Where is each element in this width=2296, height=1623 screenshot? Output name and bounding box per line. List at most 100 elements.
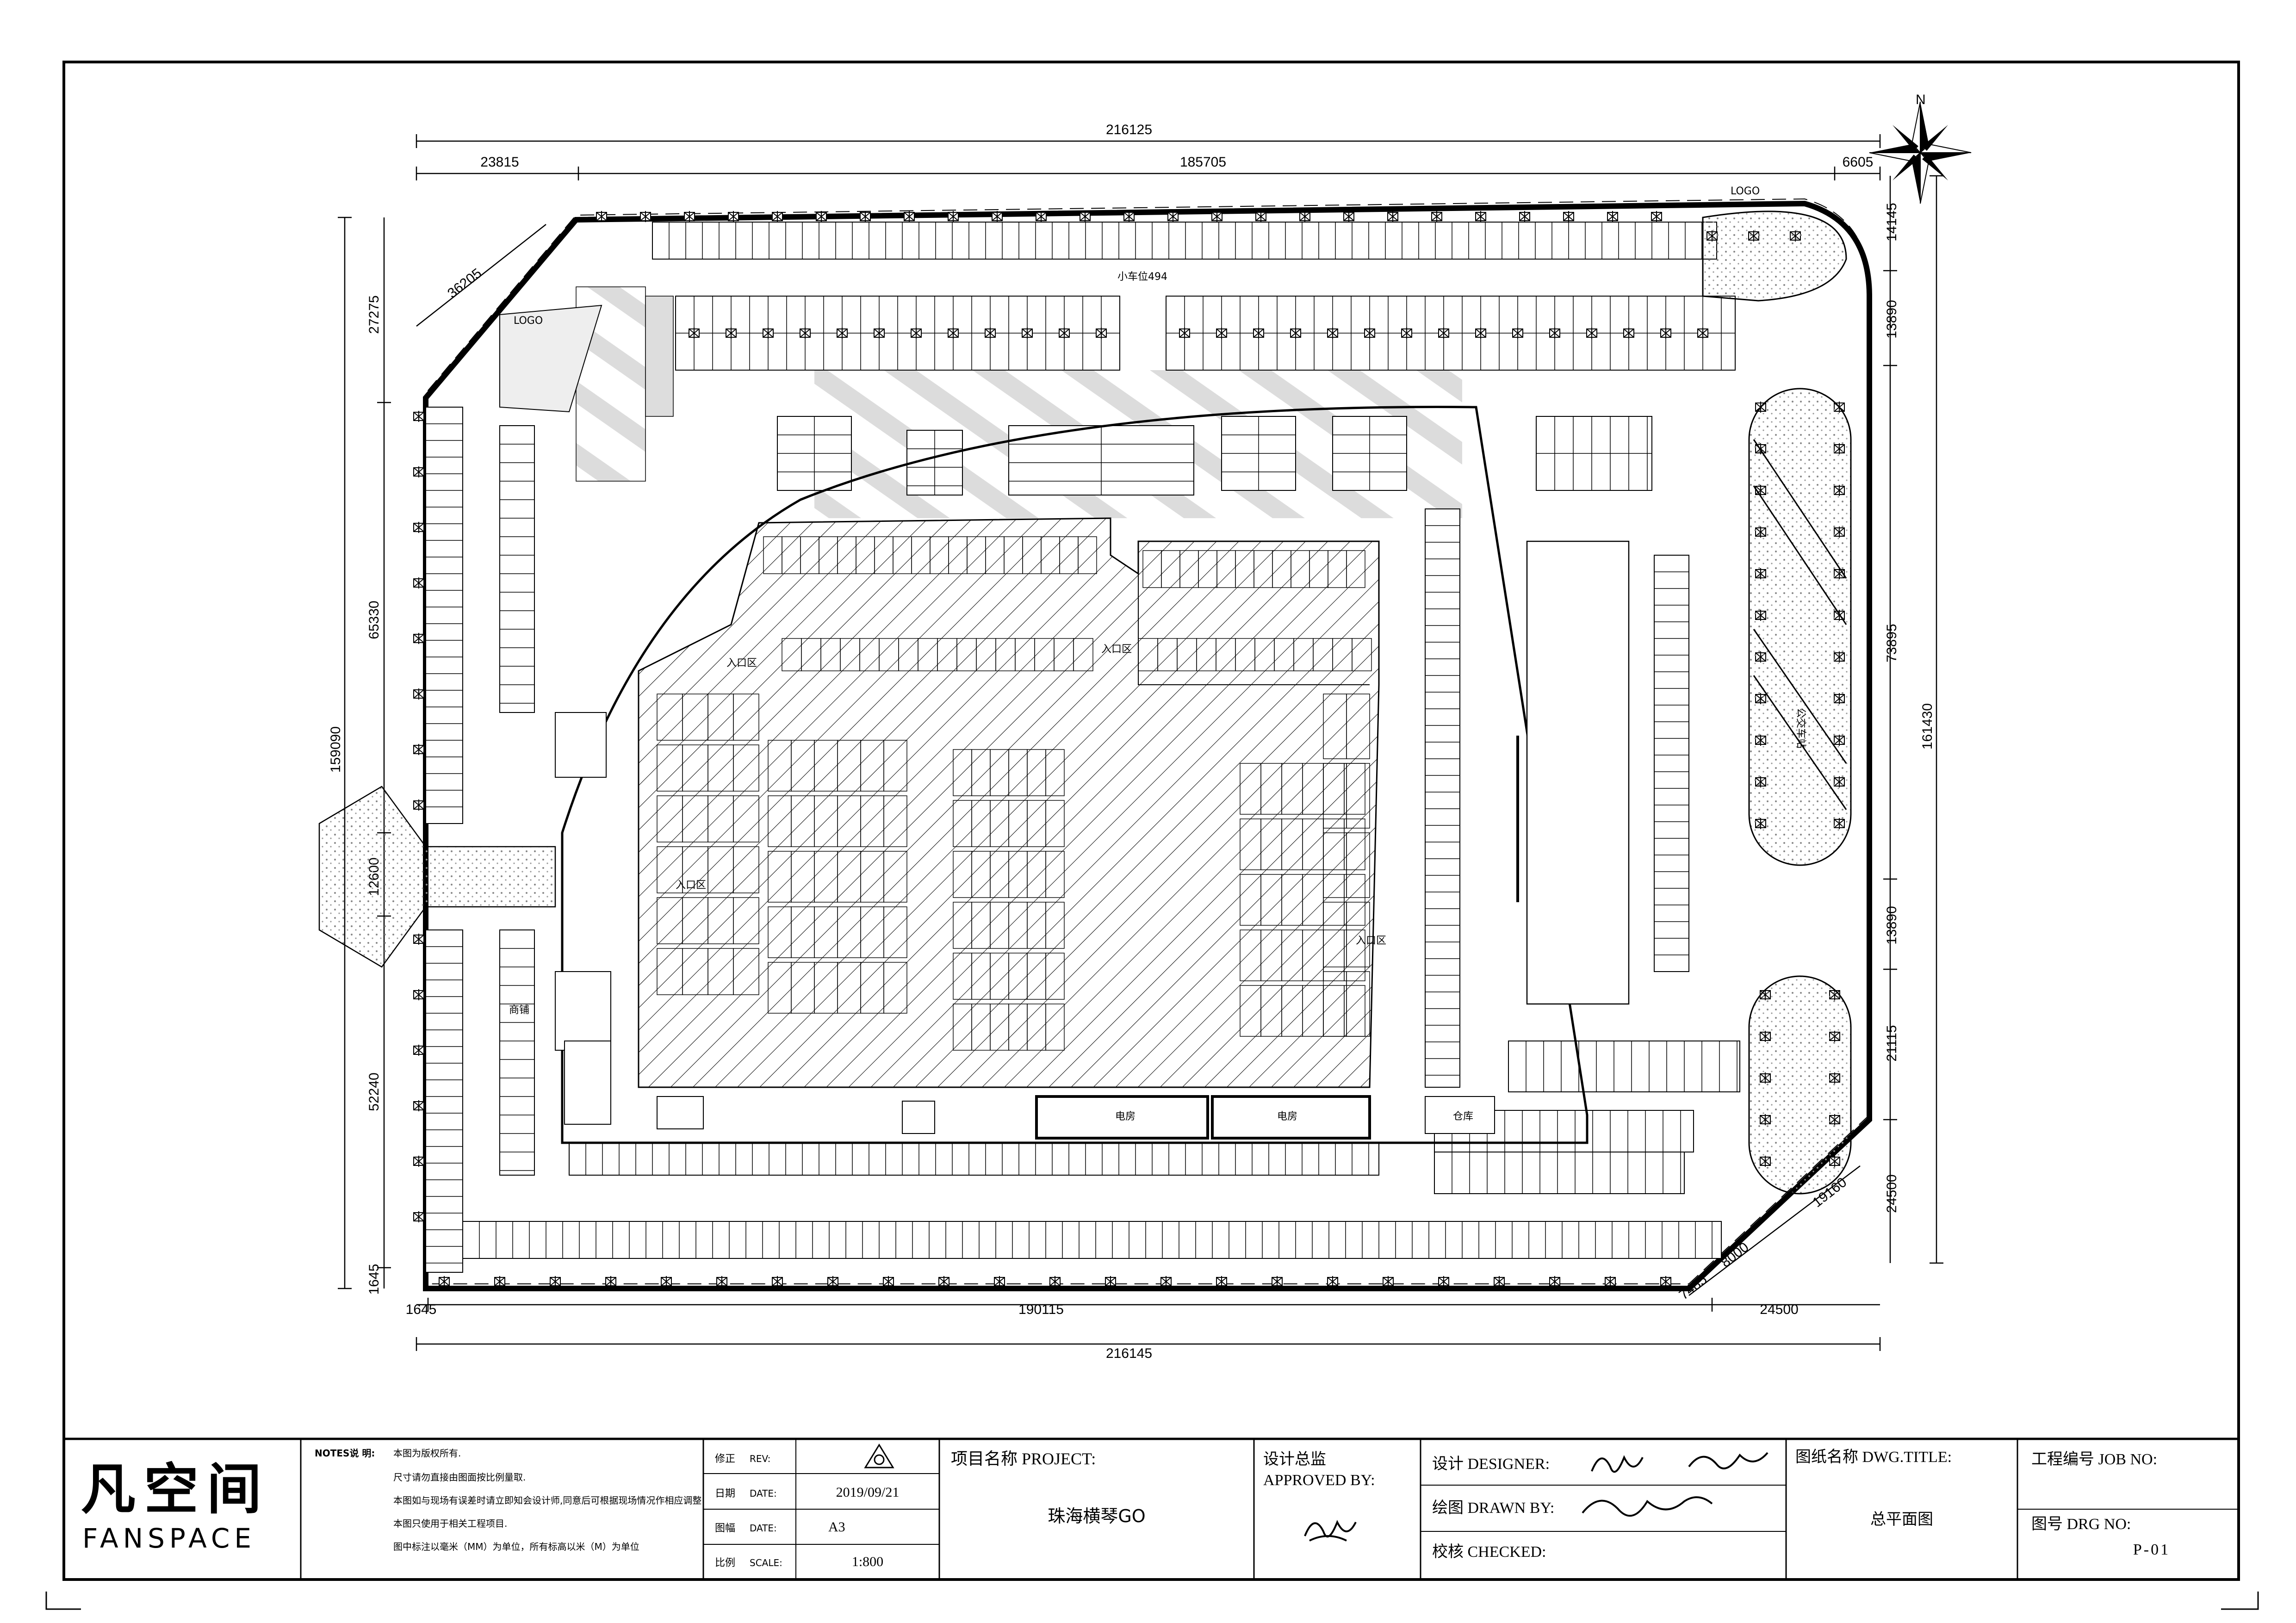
shop-unit [883, 851, 907, 903]
dim-diag-topleft: 36205 [445, 266, 484, 301]
logo-en: FANSPACE [82, 1523, 256, 1554]
unit-label-a: 商铺 [509, 1004, 529, 1016]
unit-label-c: 电房 [1277, 1111, 1297, 1122]
tree-icon [640, 211, 651, 222]
drg-value: P-01 [2133, 1541, 2170, 1558]
tree-icon [1343, 211, 1354, 222]
tree-icon [413, 466, 424, 477]
size-cn: 图幅 [715, 1523, 735, 1534]
shop-unit [1346, 694, 1370, 759]
tree-icon [1216, 328, 1227, 339]
tree-icon [1216, 1276, 1227, 1287]
tree-icon [413, 1156, 424, 1167]
tree-icon [1179, 328, 1190, 339]
date-value: 2019/09/21 [836, 1485, 900, 1500]
tree-icon [1105, 1276, 1116, 1287]
tree-icon [1036, 211, 1047, 222]
tree-icon [689, 328, 700, 339]
tree-icon [413, 577, 424, 588]
parking-count-label: 小车位494 [1117, 271, 1167, 283]
dim-right-f: 24500 [1884, 1174, 1899, 1213]
tree-icon [1438, 328, 1449, 339]
shop-unit [733, 795, 759, 842]
tree-icon [661, 1276, 672, 1287]
drawn-signature [1582, 1496, 1713, 1517]
tree-icon [772, 1276, 783, 1287]
tree-icon [1401, 328, 1412, 339]
checked-label: 校核 CHECKED: [1432, 1543, 1546, 1561]
tree-icon [1549, 328, 1560, 339]
tree-icon [413, 688, 424, 700]
tree-icon [992, 211, 1003, 222]
tree-icon [1160, 1276, 1172, 1287]
unit-label-b: 电房 [1115, 1111, 1136, 1122]
tree-icon [550, 1276, 561, 1287]
tree-icon [413, 1100, 424, 1111]
tree-icon [596, 211, 607, 222]
shop-unit [1346, 902, 1370, 967]
tree-icon [1327, 1276, 1338, 1287]
dim-right-total: 161430 [1920, 703, 1935, 750]
tree-icon [1660, 328, 1671, 339]
shop-unit [733, 948, 759, 995]
dim-right-c: 73895 [1884, 624, 1899, 662]
note-1: 本图为版权所有. [393, 1448, 461, 1459]
dim-right-e: 21115 [1884, 1025, 1899, 1062]
shop-unit [1073, 638, 1093, 671]
left-entrance [318, 786, 556, 968]
north-arrow-icon [1869, 101, 1972, 204]
dim-bottom-total: 216145 [1106, 1346, 1152, 1361]
landscape-islands [1702, 211, 1852, 1195]
tree-icon [911, 328, 922, 339]
shop-unit [1344, 874, 1365, 926]
shop-unit [733, 694, 759, 741]
notes-title: NOTES说 明: [315, 1448, 375, 1459]
dim-right-a: 14145 [1884, 203, 1899, 241]
tree-icon [1651, 211, 1662, 222]
tree-icon [994, 1276, 1005, 1287]
project-label: 项目名称 PROJECT: [951, 1450, 1096, 1468]
tree-icon [1022, 328, 1033, 339]
shop-unit [883, 906, 907, 958]
shop-unit [1346, 763, 1370, 829]
revision-triangle-icon [864, 1443, 894, 1468]
dim-top-left: 23815 [480, 155, 519, 170]
tree-icon [413, 744, 424, 755]
plan-labels: 小车位494 LOGO LOGO 入口区 入口区 入口区 入口区 公交车站 商铺… [509, 186, 1806, 1122]
shop-units [657, 536, 1372, 1051]
shop-unit [1045, 800, 1065, 847]
entrance-label-d: 入口区 [1101, 644, 1132, 655]
tree-icon [948, 328, 959, 339]
drawn-label: 绘图 DRAWN BY: [1432, 1499, 1554, 1517]
rev-en: REV: [750, 1453, 770, 1464]
dim-left-e: 1645 [366, 1264, 382, 1295]
tree-icon [716, 1276, 727, 1287]
tree-icon [413, 989, 424, 1000]
tree-icon [1475, 328, 1486, 339]
dim-top-total: 216125 [1106, 122, 1152, 137]
tree-icon [1327, 328, 1338, 339]
drg-label: 图号 DRG NO: [2031, 1516, 2131, 1533]
project-value: 珠海横琴GO [1048, 1506, 1145, 1526]
size-value: A3 [828, 1519, 845, 1535]
tree-icon [904, 211, 915, 222]
approved-signature [1304, 1520, 1357, 1542]
tree-icon [413, 411, 424, 422]
north-label: N [1916, 92, 1926, 107]
approved-en: APPROVED BY: [1263, 1472, 1375, 1489]
tree-icon [772, 211, 783, 222]
dim-bottom-mid: 190115 [1018, 1302, 1064, 1317]
dwg-title-label: 图纸名称 DWG.TITLE: [1795, 1448, 1952, 1466]
tree-icon [413, 633, 424, 644]
dim-left-d: 52240 [366, 1072, 382, 1111]
tree-icon [874, 328, 885, 339]
logo-label-b: LOGO [1731, 186, 1760, 197]
shop-unit [1045, 749, 1065, 796]
tree-icon [1387, 211, 1398, 222]
shop-unit [733, 744, 759, 792]
shop-unit [1078, 536, 1097, 574]
tree-icon [1586, 328, 1597, 339]
tree-icon [1211, 211, 1222, 222]
approved-cn: 设计总监 [1263, 1450, 1326, 1468]
entrance-label-a: 入口区 [726, 657, 757, 669]
